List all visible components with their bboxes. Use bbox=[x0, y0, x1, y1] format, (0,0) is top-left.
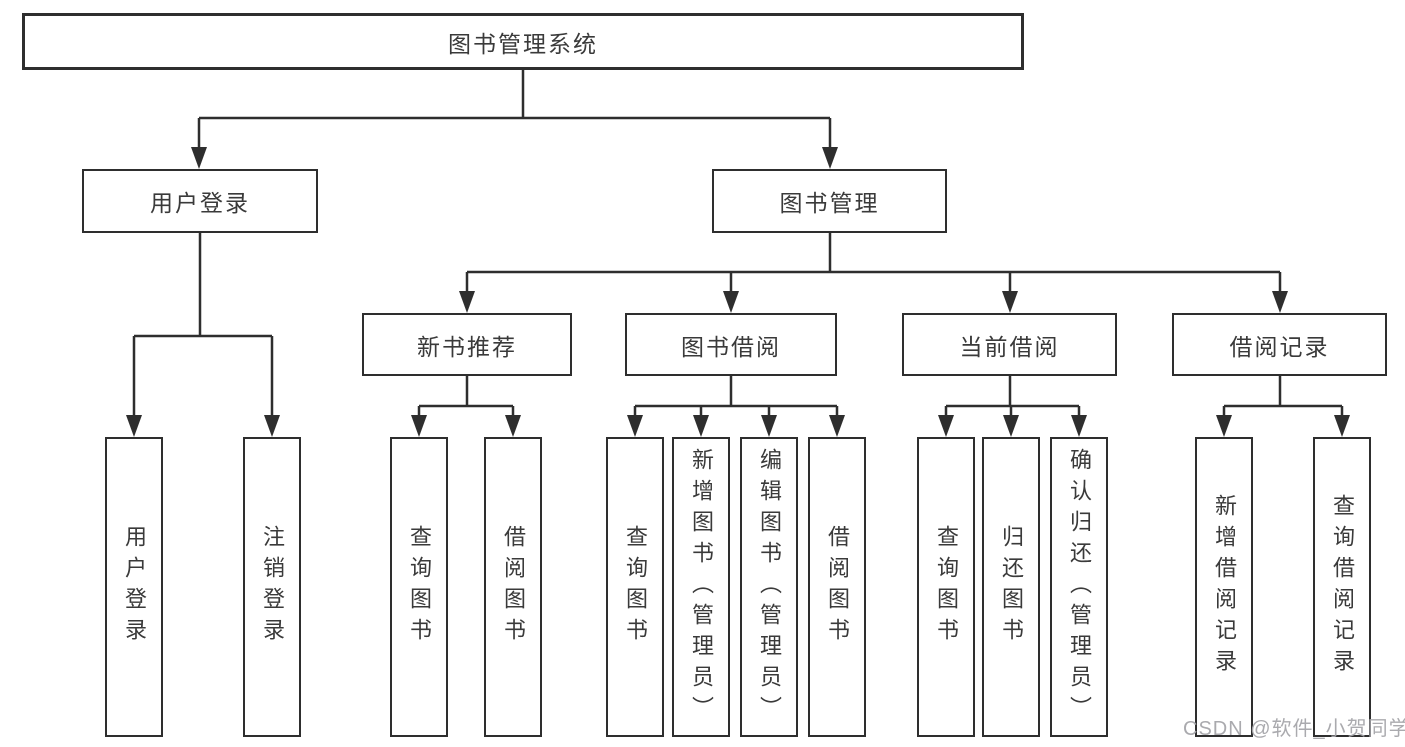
leaf-label: 归还图书 bbox=[999, 525, 1024, 649]
node-current-borrowing: 当前借阅 bbox=[902, 313, 1117, 376]
leaf-user-login: 用户登录 bbox=[105, 437, 163, 737]
leaf-borrow-books-recommend: 借阅图书 bbox=[484, 437, 542, 737]
node-book-borrowing: 图书借阅 bbox=[625, 313, 837, 376]
node-book-management: 图书管理 bbox=[712, 169, 947, 233]
leaf-query-borrow-record: 查询借阅记录 bbox=[1313, 437, 1371, 737]
leaf-borrow-books: 借阅图书 bbox=[808, 437, 866, 737]
node-root-label: 图书管理系统 bbox=[448, 30, 598, 57]
leaf-query-books-recommend: 查询图书 bbox=[390, 437, 448, 737]
leaf-add-books-admin: 新增图书（管理员） bbox=[672, 437, 730, 737]
node-label: 新书推荐 bbox=[417, 333, 517, 360]
node-label: 借阅记录 bbox=[1229, 333, 1330, 360]
node-new-book-recommend: 新书推荐 bbox=[362, 313, 572, 376]
node-label: 图书借阅 bbox=[681, 333, 781, 360]
leaf-query-books-borrowing: 查询图书 bbox=[606, 437, 664, 737]
node-label: 当前借阅 bbox=[959, 333, 1060, 360]
leaf-label: 查询借阅记录 bbox=[1330, 494, 1355, 680]
leaf-label: 新增借阅记录 bbox=[1212, 494, 1237, 680]
leaf-label: 用户登录 bbox=[122, 525, 147, 649]
node-root: 图书管理系统 bbox=[22, 13, 1024, 70]
leaf-label: 注销登录 bbox=[260, 525, 285, 649]
leaf-label: 查询图书 bbox=[934, 525, 959, 649]
leaf-edit-books-admin: 编辑图书（管理员） bbox=[740, 437, 798, 737]
leaf-label: 借阅图书 bbox=[825, 525, 850, 649]
leaf-logout: 注销登录 bbox=[243, 437, 301, 737]
node-borrowing-records: 借阅记录 bbox=[1172, 313, 1387, 376]
leaf-query-books-current: 查询图书 bbox=[917, 437, 975, 737]
leaf-label: 查询图书 bbox=[407, 525, 432, 649]
node-label: 图书管理 bbox=[779, 190, 880, 216]
node-user-login: 用户登录 bbox=[82, 169, 318, 233]
leaf-return-books: 归还图书 bbox=[982, 437, 1040, 737]
leaf-label: 新增图书（管理员） bbox=[689, 447, 714, 727]
leaf-label: 查询图书 bbox=[623, 525, 648, 649]
leaf-label: 借阅图书 bbox=[501, 525, 526, 649]
leaf-add-borrow-record: 新增借阅记录 bbox=[1195, 437, 1253, 737]
leaf-label: 编辑图书（管理员） bbox=[757, 447, 782, 727]
node-label: 用户登录 bbox=[150, 190, 250, 216]
leaf-confirm-return-admin: 确认归还（管理员） bbox=[1050, 437, 1108, 737]
leaf-label: 确认归还（管理员） bbox=[1067, 447, 1092, 727]
csdn-watermark: CSDN @软件_小贺同学 bbox=[1183, 718, 1405, 740]
